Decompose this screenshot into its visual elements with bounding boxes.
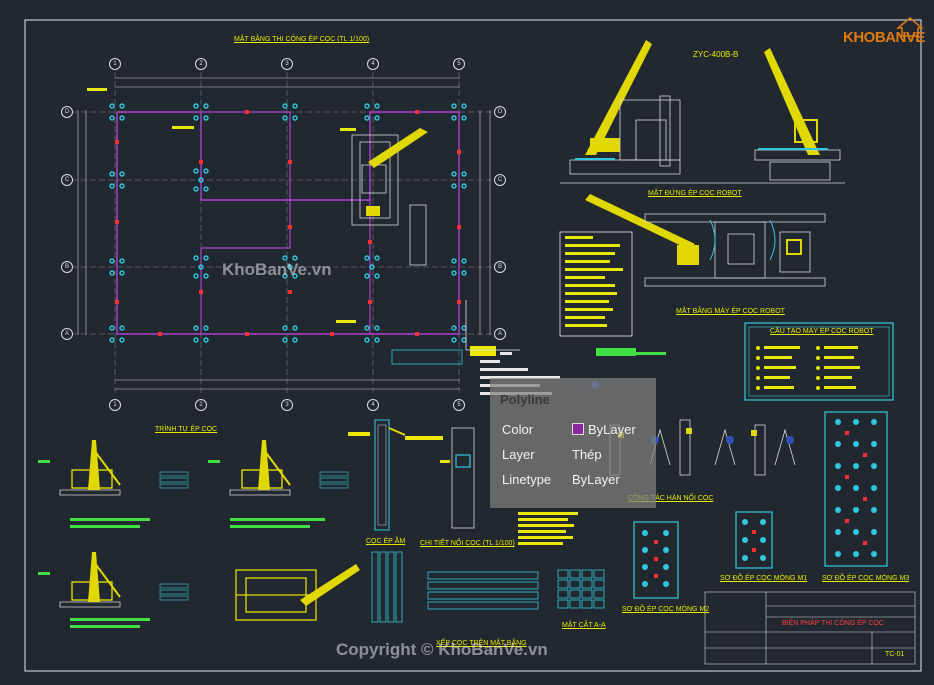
machine-structure-legend [744,322,894,401]
grid-row-bubble-right: C [494,174,506,186]
khobanve-logo-icon [895,17,924,37]
grid-column-bubble-bottom: 4 [367,399,379,411]
prop-layer-value[interactable]: Thép [572,447,602,462]
diagram-m3-title: SƠ ĐỒ ÉP CỌC MÓNG M3 [822,575,910,582]
grid-column-bubble-bottom: 5 [453,399,465,411]
grid-row-bubble-right: D [494,106,506,118]
color-swatch-icon [572,423,584,435]
crane-model-label: ZYC-400B-B [693,50,739,59]
welding-title: CÔNG TÁC HÀN NỐI CỌC [628,495,714,502]
grid-column-bubble-top: 1 [109,58,121,70]
machine-plan-title: MẶT BẰNG MÁY ÉP CỌC ROBOT [676,308,785,315]
object-type-label: Polyline [500,392,550,407]
diagram-m2-title: SƠ ĐỒ ÉP CỌC MÓNG M2 [622,606,710,613]
quick-properties-panel[interactable]: Polyline Color ByLayer Layer Thép Linety… [490,378,656,508]
center-watermark: KhoBanVe.vn [222,260,332,279]
crane-elevation [560,40,845,184]
foundation-plan [72,72,492,395]
drawing-name: BIỆN PHÁP THI CÔNG ÉP CỌC [782,620,884,627]
pile-section-title: CỌC ÉP ÂM [366,538,406,545]
grid-row-bubble-left: B [61,261,73,273]
pile-details [348,419,605,623]
grid-column-bubble-top: 2 [195,58,207,70]
grid-column-bubble-top: 5 [453,58,465,70]
sheet-number: TC-01 [885,651,905,658]
prop-linetype-value[interactable]: ByLayer [572,472,620,487]
plan-title: MẶT BẰNG THI CÔNG ÉP CỌC (TL 1/100) [234,36,370,43]
prop-color-key: Color [502,422,534,437]
pile-diagrams [633,411,888,599]
grid-row-bubble-left: D [61,106,73,118]
title-block [704,591,916,665]
pile-sequence [38,440,360,628]
machine-elevation-title: MẶT ĐỨNG ÉP CỌC ROBOT [648,190,742,197]
prop-layer-key: Layer [502,447,535,462]
grid-column-bubble-top: 3 [281,58,293,70]
brand-logo-text: KHOBANVE [843,29,925,46]
grid-column-bubble-top: 4 [367,58,379,70]
grid-row-bubble-left: A [61,328,73,340]
footer-watermark: Copyright © KhoBanVe.vn [336,640,548,659]
prop-linetype-key: Linetype [502,472,552,487]
stacking-title: XẾP CỌC TRÊN MẶT BẰNG [436,640,527,647]
grid-row-bubble-right: A [494,328,506,340]
grid-column-bubble-bottom: 3 [281,399,293,411]
prop-color-value[interactable]: ByLayer [572,422,636,437]
diagram-m1-title: SƠ ĐỒ ÉP CỌC MÓNG M1 [720,575,808,582]
grid-column-bubble-bottom: 1 [109,399,121,411]
pile-joint-title: CHI TIẾT NỐI CỌC (TL 1/100) [420,540,515,547]
machine-plan [559,194,826,337]
prop-color-text: ByLayer [588,422,636,437]
grid-column-bubble-bottom: 2 [195,399,207,411]
machine-structure-title: CẤU TẠO MÁY ÉP CỌC ROBOT [770,328,874,335]
section-aa-title: MẶT CẮT A-A [562,622,606,629]
sequence-title: TRÌNH TỰ ÉP CỌC [155,426,218,433]
grid-row-bubble-left: C [61,174,73,186]
grid-row-bubble-right: B [494,261,506,273]
